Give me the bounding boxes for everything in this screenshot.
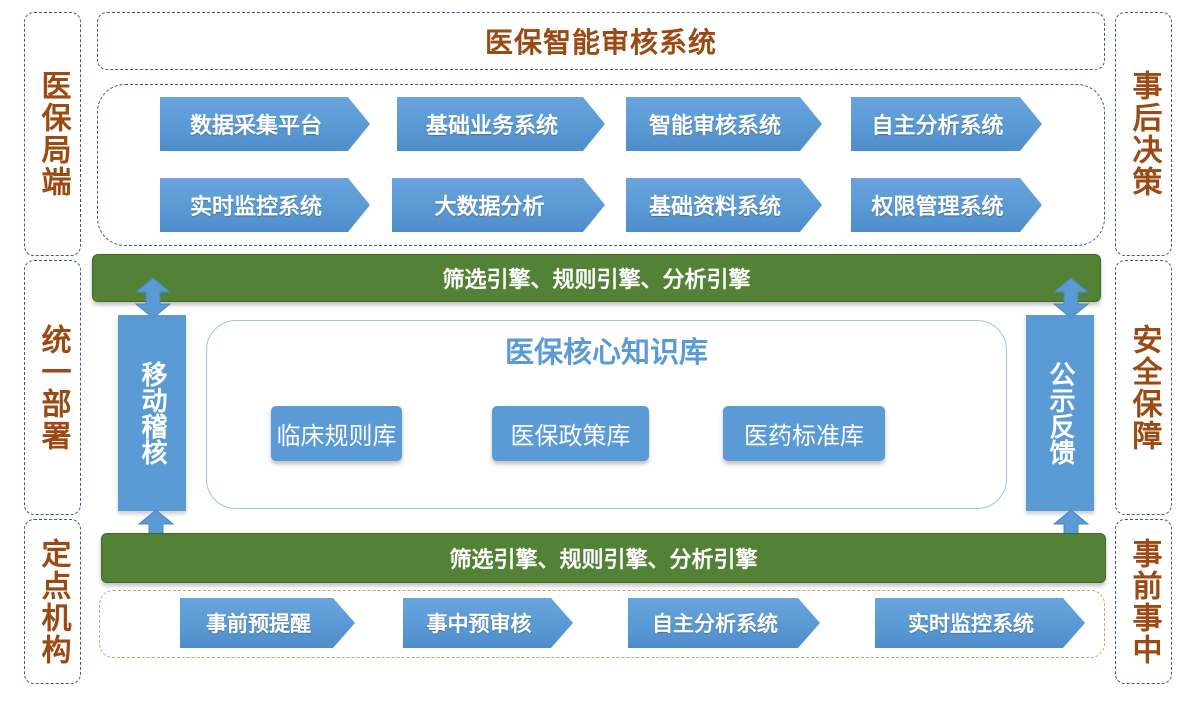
knowledge-base-panel: 医保核心知识库 临床规则库 医保政策库 医药标准库 xyxy=(206,320,1007,509)
system-arrow: 自主分析系统 xyxy=(851,97,1042,151)
institution-arrow: 事前预提醒 xyxy=(180,598,355,648)
double-arrow-icon xyxy=(134,277,172,319)
system-arrow: 数据采集平台 xyxy=(160,97,370,151)
right-label-security: 安全保障 xyxy=(1126,323,1162,452)
knowledge-base-title: 医保核心知识库 xyxy=(504,335,708,369)
left-panel-top: 医保局端 xyxy=(24,12,81,256)
public-feedback-column: 公示反馈 xyxy=(1026,315,1094,511)
knowledge-base-item: 医药标准库 xyxy=(723,406,885,461)
mobile-audit-column: 移动稽核 xyxy=(118,315,186,511)
system-arrow: 大数据分析 xyxy=(392,178,605,232)
knowledge-base-item: 医保政策库 xyxy=(492,406,649,461)
right-panel-middle: 安全保障 xyxy=(1115,260,1172,515)
system-arrow: 基础资料系统 xyxy=(626,178,822,232)
institution-arrow: 事中预审核 xyxy=(403,598,573,648)
double-arrow-icon xyxy=(1052,277,1090,319)
left-label-hospital-bureau: 医保局端 xyxy=(35,70,71,198)
left-panel-bottom: 定点机构 xyxy=(24,519,81,684)
system-arrow: 智能审核系统 xyxy=(626,97,822,151)
institution-arrow: 实时监控系统 xyxy=(875,598,1085,648)
page-title: 医保智能审核系统 xyxy=(97,12,1105,70)
system-arrow: 基础业务系统 xyxy=(397,97,605,151)
right-label-post-decision: 事后决策 xyxy=(1126,70,1162,198)
engine-bar-top: 筛选引擎、规则引擎、分析引擎 xyxy=(92,254,1101,302)
knowledge-base-item: 临床规则库 xyxy=(271,406,402,461)
left-label-unified-deploy: 统一部署 xyxy=(35,323,71,452)
left-panel-middle: 统一部署 xyxy=(24,260,81,515)
systems-panel xyxy=(97,84,1105,246)
system-arrow: 实时监控系统 xyxy=(160,178,370,232)
system-arrow: 权限管理系统 xyxy=(851,178,1042,232)
left-label-designated-institutions: 定点机构 xyxy=(35,537,71,666)
engine-bar-bottom: 筛选引擎、规则引擎、分析引擎 xyxy=(101,533,1106,583)
institution-arrow: 自主分析系统 xyxy=(628,598,820,648)
right-panel-bottom: 事前事中 xyxy=(1115,519,1172,684)
right-label-pre-in-event: 事前事中 xyxy=(1126,537,1162,666)
institution-panel xyxy=(99,590,1105,658)
right-panel-top: 事后决策 xyxy=(1115,12,1172,256)
